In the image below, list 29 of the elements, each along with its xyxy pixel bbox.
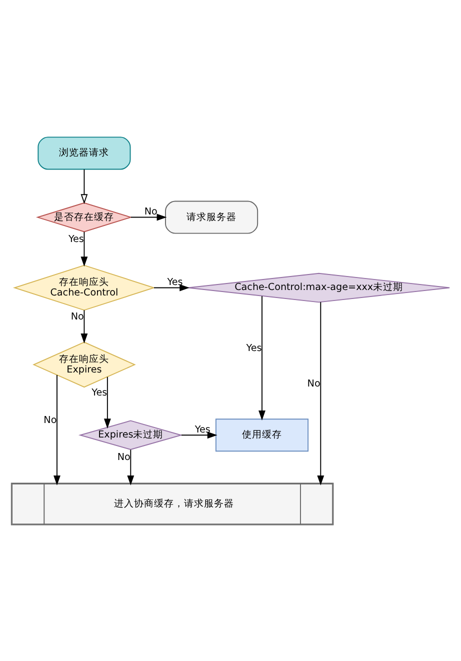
edge-label: Yes: [167, 276, 183, 288]
arrow: [80, 230, 88, 266]
node-diamond: 存在响应头 Expires: [32, 341, 136, 388]
edge-label: Yes: [92, 386, 108, 398]
edge-label: No: [144, 206, 158, 218]
node-diamond: Expires未过期: [78, 420, 183, 450]
node-diamond: Cache-Control:max-age=xxx未过期: [188, 272, 450, 302]
node-diamond: 是否存在缓存: [36, 202, 132, 232]
arrow: [104, 376, 111, 428]
arrow: [80, 309, 88, 343]
arrow: [54, 374, 60, 485]
edge-label: No: [117, 452, 130, 463]
arrow: [317, 301, 324, 485]
arrow: [80, 168, 88, 204]
arrow: [180, 431, 218, 438]
arrow: [154, 284, 190, 291]
arrow: [130, 213, 167, 220]
edge-label: No: [307, 378, 320, 389]
edge-label: No: [70, 310, 84, 322]
arrow: [127, 448, 134, 485]
edge-label: Yes: [246, 342, 262, 354]
node-box: 使用缓存: [215, 418, 309, 452]
edge-label: Yes: [194, 424, 210, 435]
edge-label: Yes: [68, 233, 84, 244]
node-box: 请求服务器: [165, 200, 258, 234]
arrow: [258, 295, 266, 420]
edge-label: No: [44, 414, 57, 426]
node-diamond: 存在响应头 Cache-Control: [12, 264, 156, 310]
node-box: 浏览器请求: [38, 136, 131, 170]
